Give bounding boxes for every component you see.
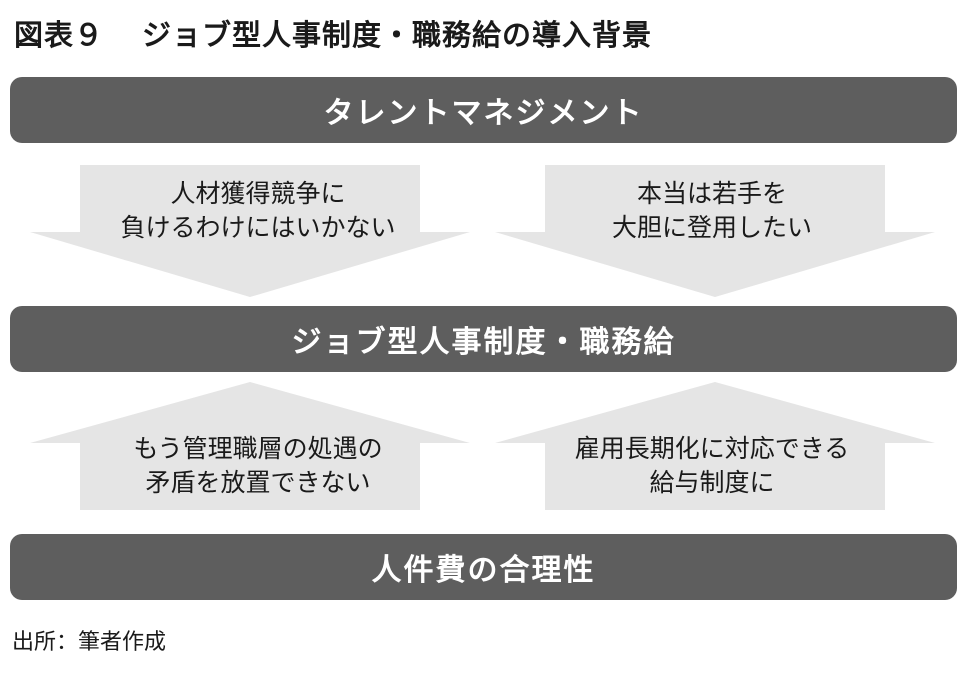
up-arrow-right [495, 382, 935, 510]
label-line: 負けるわけにはいかない [120, 213, 396, 242]
label-line: 給与制度に [649, 468, 775, 497]
label-line: 雇用長期化に対応できる [574, 434, 850, 463]
talent-management-bar: タレントマネジメント [10, 77, 957, 143]
job-based-hr-system-bar: ジョブ型人事制度・職務給 [10, 306, 957, 372]
source-note: 出所：筆者作成 [12, 630, 167, 655]
label-line: 大胆に登用したい [611, 213, 812, 242]
label-line: 本当は若手を [636, 179, 787, 208]
down-arrow-left [30, 165, 470, 297]
down-arrow-right [495, 165, 935, 297]
label-line: 矛盾を放置できない [145, 468, 371, 497]
down-arrow-left-label: 人材獲得競争に 負けるわけにはいかない [78, 177, 438, 245]
down-arrow-right-label: 本当は若手を 大胆に登用したい [532, 177, 892, 245]
up-arrow-right-label: 雇用長期化に対応できる 給与制度に [532, 432, 892, 500]
figure-title-text: ジョブ型人事制度・職務給の導入背景 [142, 18, 653, 52]
figure-number: 図表９ [14, 18, 105, 52]
labor-cost-rationality-bar: 人件費の合理性 [10, 534, 957, 600]
label-line: もう管理職層の処遇の [133, 434, 383, 463]
up-arrow-left-label: もう管理職層の処遇の 矛盾を放置できない [78, 432, 438, 500]
figure-title: 図表９ ジョブ型人事制度・職務給の導入背景 [14, 12, 652, 54]
label-line: 人材獲得競争に [170, 179, 346, 208]
up-arrow-left [30, 382, 470, 510]
